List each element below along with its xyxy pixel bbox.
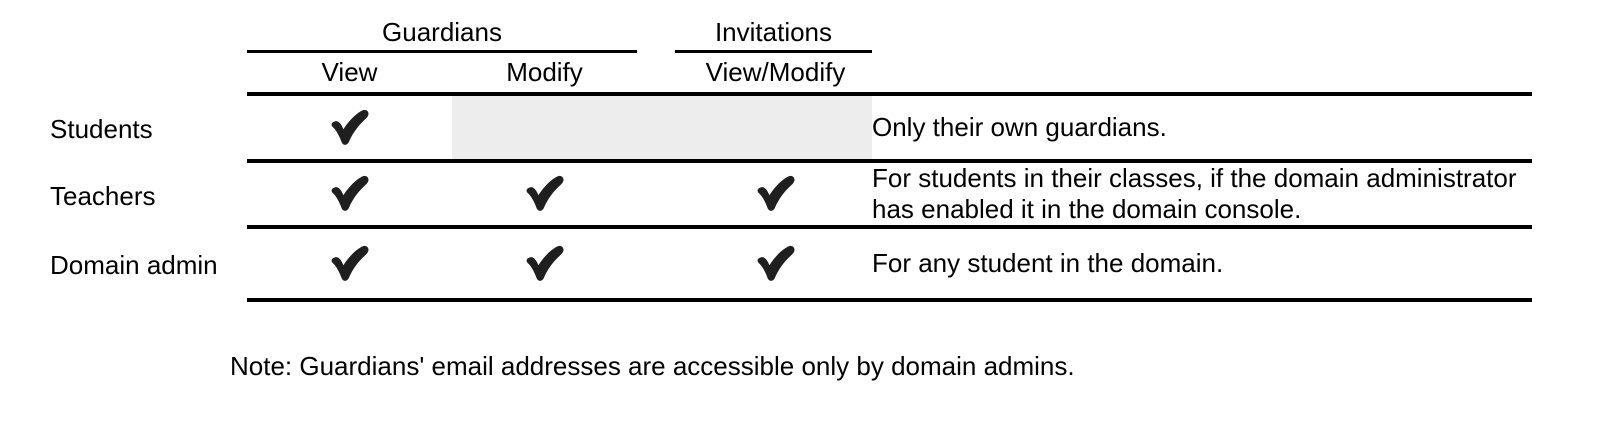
permissions-table: Guardians Invitations View Modify View/M… [0,12,1600,302]
column-header-modify: Modify [452,53,637,96]
footnote: Note: Guardians' email addresses are acc… [230,351,1075,381]
spacer-cell [872,12,1532,53]
row-note: Only their own guardians. [872,96,1532,163]
row-label: Domain admin [50,250,218,280]
check-icon [526,245,564,281]
column-group-invitations: Invitations [675,12,872,53]
cell-guardians-modify [452,163,637,229]
row-label: Students [50,114,153,144]
check-icon [331,245,369,281]
table-header-group-row: Guardians Invitations [0,12,1600,53]
column-group-guardians: Guardians [247,12,637,53]
cell-guardians-view [247,229,452,302]
column-group-label: Guardians [382,17,502,47]
check-icon [757,245,795,281]
column-header-view-modify: View/Modify [637,53,872,96]
column-header-view: View [247,53,452,96]
column-header-notes [872,53,1532,96]
table-row: Domain admin For any student in the doma… [0,229,1600,302]
check-icon [331,109,369,145]
table-row: Teachers For students in their classes, … [0,163,1600,229]
spacer-cell [0,53,247,96]
row-label: Teachers [50,180,156,211]
spacer-cell [0,12,247,53]
column-group-label: Invitations [714,17,833,47]
check-icon [331,175,369,211]
shaded-cell-not-applicable [452,96,872,163]
column-header-label: Modify [506,57,583,87]
cell-invitations-view-modify [637,229,872,302]
check-icon [757,175,795,211]
row-note: For any student in the domain. [872,229,1532,302]
cell-guardians-view [247,163,452,229]
cell-invitations-view-modify [637,163,872,229]
table-row: Students Only their own guardians. [0,96,1600,163]
row-note: For students in their classes, if the do… [872,163,1532,229]
check-icon [526,175,564,211]
column-header-label: View [321,57,378,87]
table-header-row: View Modify View/Modify [0,53,1600,96]
column-header-label: View/Modify [705,57,846,87]
cell-guardians-modify [452,229,637,302]
cell-guardians-view [247,96,452,163]
